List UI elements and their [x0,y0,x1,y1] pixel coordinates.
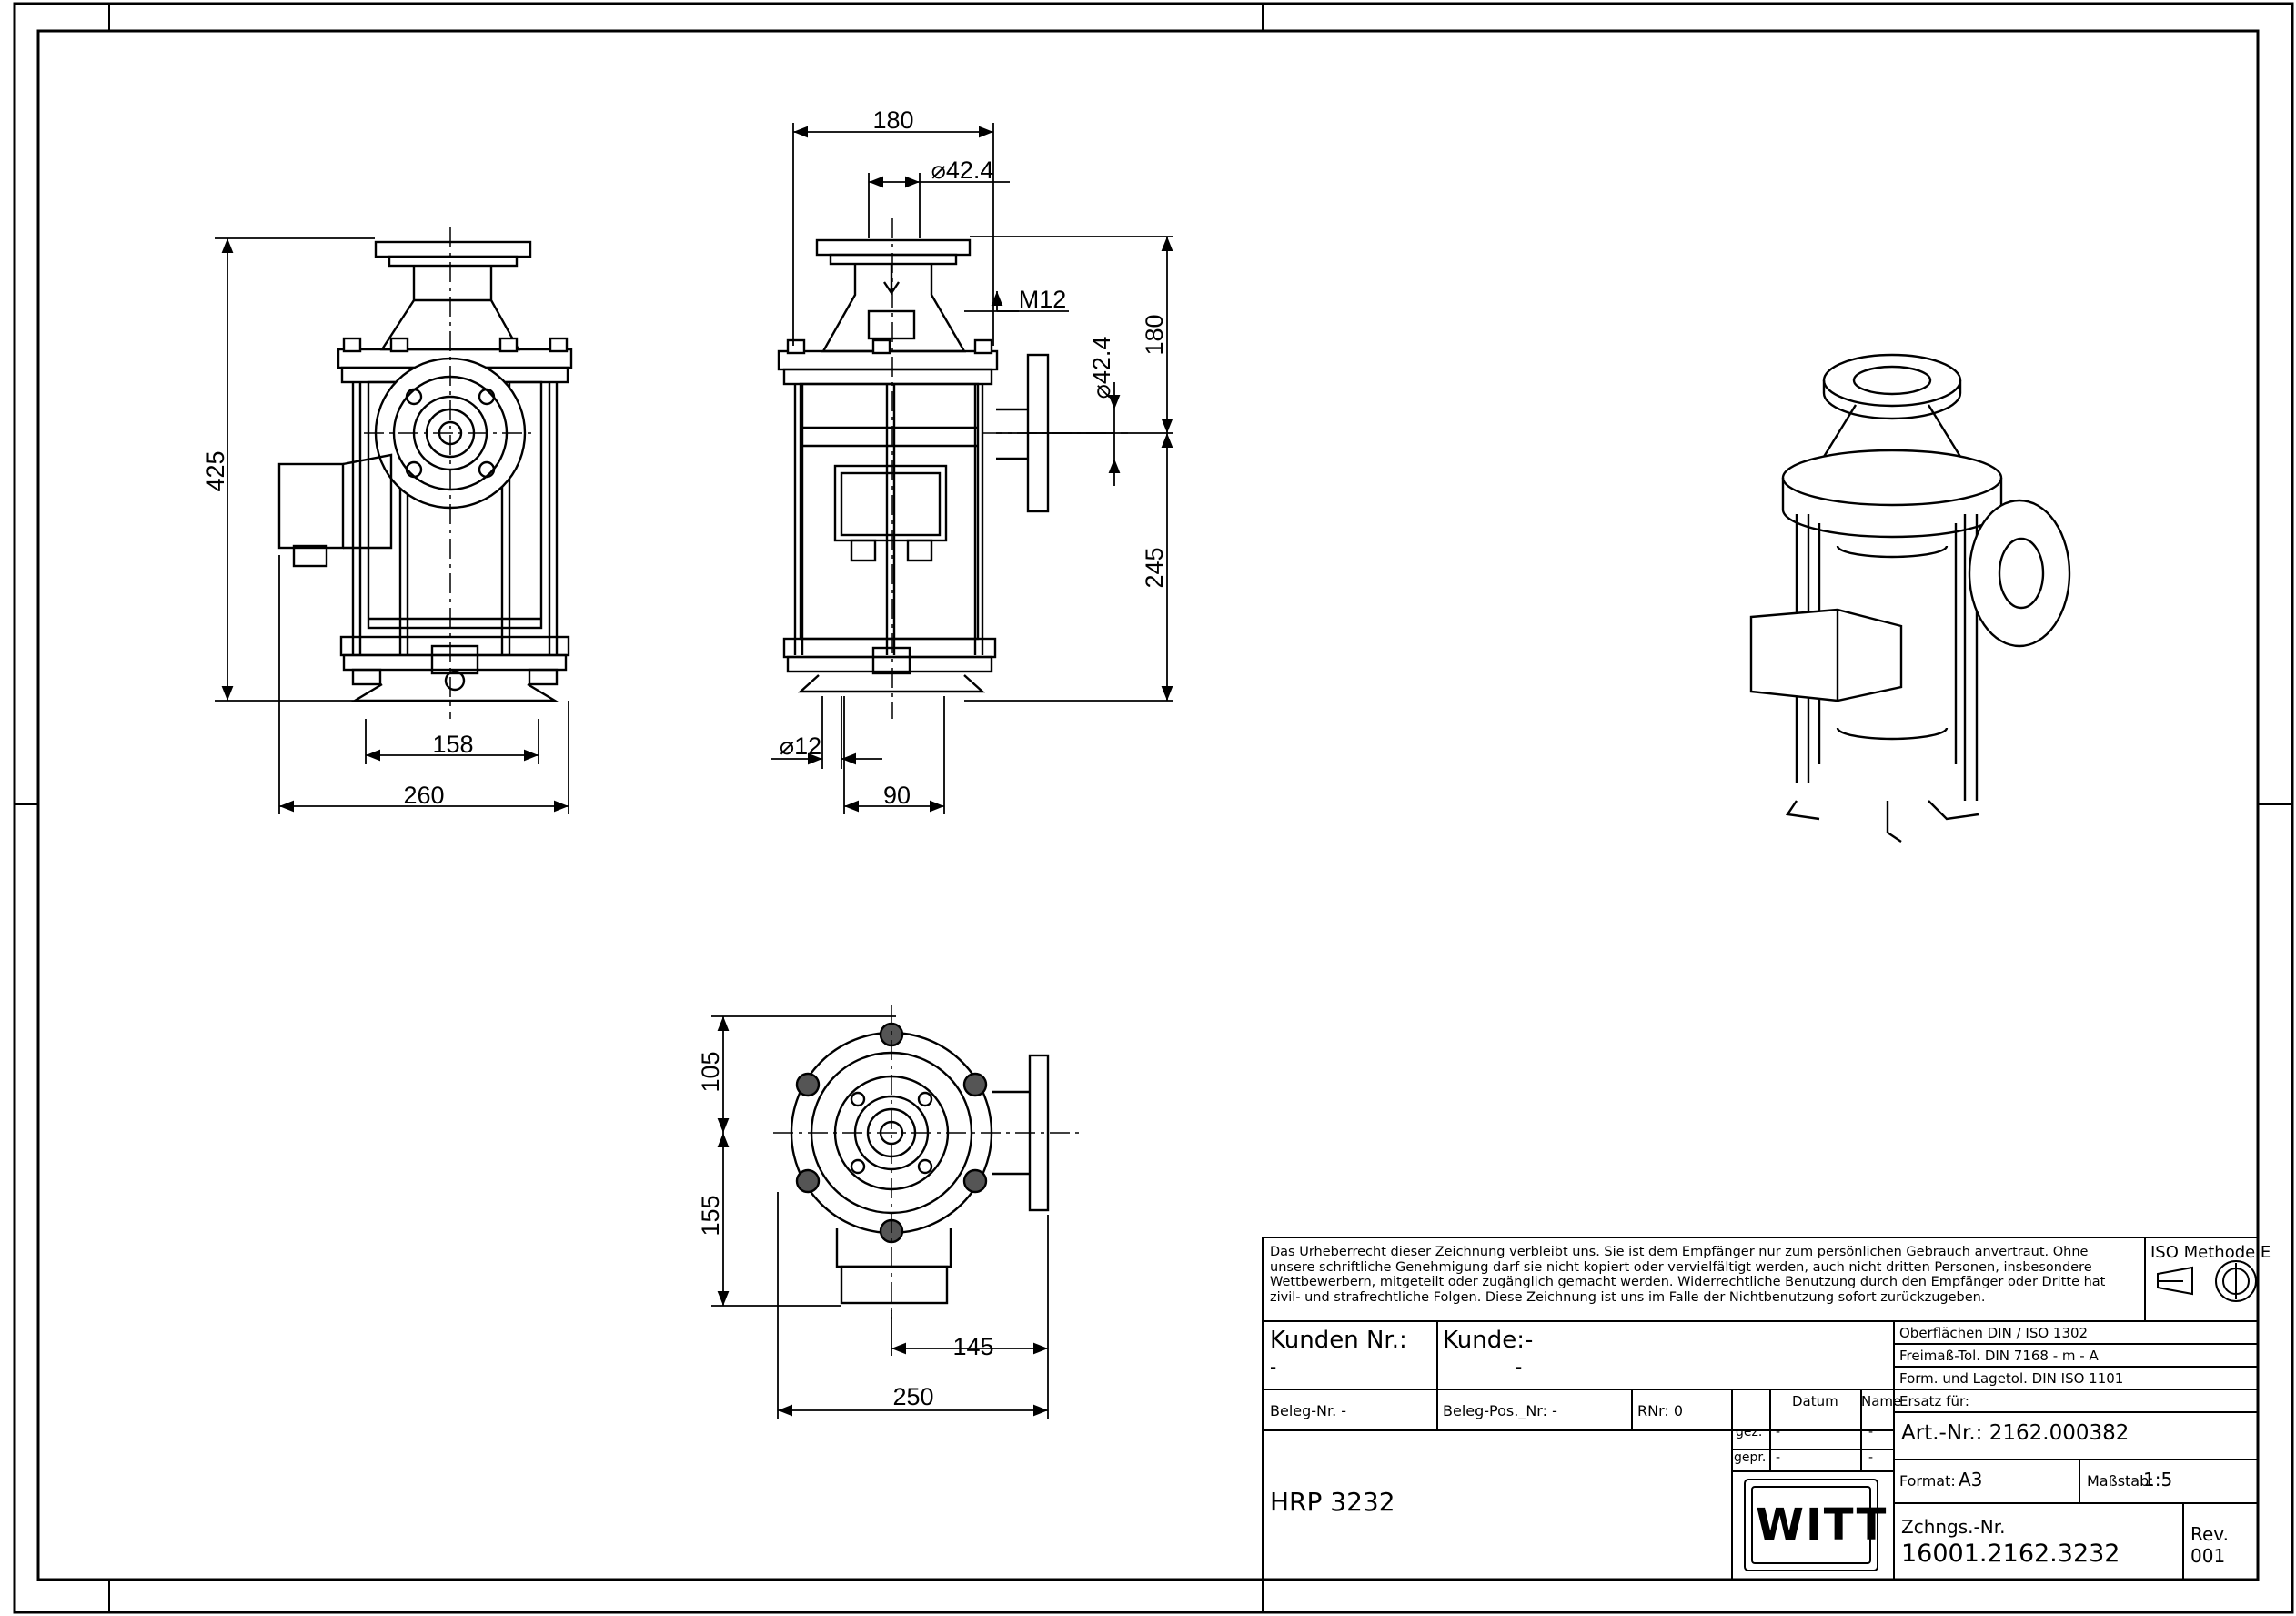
dim-side-foot-dia: ⌀12 [780,732,821,760]
dim-side-lower-height: 245 [1141,547,1168,588]
dim-top-upper: 105 [697,1051,724,1092]
top-dimensions [711,1015,1049,1419]
drawing-number: 16001.2162.3232 [1901,1540,2120,1568]
gez-date: - [1776,1425,1781,1439]
dim-top-lower: 155 [697,1195,724,1236]
dim-front-height: 425 [202,450,229,491]
isometric-view [1749,353,2071,843]
copyright-notice: Das Urheberrecht dieser Zeichnung verble… [1270,1245,2106,1305]
gez-label: gez. [1736,1425,1763,1439]
scale-value: 1:5 [2143,1469,2173,1490]
sheet-frame [13,2,2294,1614]
format-label: Format: [1899,1472,1956,1490]
dim-front-width: 260 [403,782,444,809]
dim-side-thread: M12 [1019,286,1067,313]
surfaces-spec: Oberflächen DIN / ISO 1302 [1899,1325,2089,1341]
format-value: A3 [1959,1469,1983,1490]
drawing-number-label: Zchngs.-Nr. [1901,1516,2006,1538]
tolerance-spec: Freimaß-Tol. DIN 7168 - m - A [1899,1348,2099,1364]
rnr: RNr: 0 [1637,1402,1684,1419]
top-view [790,1022,1050,1305]
scale-label: Maßstab: [2087,1472,2154,1490]
replacement-label: Ersatz für: [1899,1393,1969,1409]
front-dimensions [215,237,569,814]
dim-side-inlet-dia: ⌀42.4 [931,157,994,184]
gepr-label: gepr. [1734,1450,1767,1465]
form-tolerance-spec: Form. und Lagetol. DIN ISO 1101 [1899,1370,2124,1387]
gepr-name: - [1868,1450,1874,1465]
dim-side-top-width: 180 [872,106,913,134]
dim-top-outlet-offset: 145 [952,1333,993,1360]
dim-side-upper-height: 180 [1141,314,1168,355]
kunde-label: Kunde:- [1443,1327,1534,1354]
title-block-frame [1262,1237,2259,1581]
beleg-pos: Beleg-Pos._Nr: - [1443,1402,1557,1419]
kunden-nr-label: Kunden Nr.: [1270,1327,1407,1354]
dim-side-outlet-dia: ⌀42.4 [1088,337,1115,399]
side-view [777,238,1050,693]
dim-top-width: 250 [892,1383,933,1410]
product-name: HRP 3232 [1270,1487,1395,1517]
projection-method: ISO Methode E [2150,1243,2271,1262]
dim-side-foot-span: 90 [883,782,911,809]
revision-label: Rev. [2190,1523,2229,1545]
name-label: Name [1861,1393,1902,1409]
witt-logo: WITT [1756,1500,1888,1550]
revision-value: 001 [2190,1545,2226,1567]
article-number: Art.-Nr.: 2162.000382 [1901,1421,2130,1445]
side-dimensions [771,123,1173,814]
dim-front-bolt-span: 158 [432,731,473,758]
gez-name: - [1868,1425,1874,1439]
front-view [277,240,573,702]
gepr-date: - [1776,1450,1781,1465]
kunden-nr-value: - [1270,1356,1277,1378]
kunde-value: - [1516,1356,1523,1378]
datum-label: Datum [1792,1393,1838,1409]
beleg-nr: Beleg-Nr. - [1270,1402,1347,1419]
